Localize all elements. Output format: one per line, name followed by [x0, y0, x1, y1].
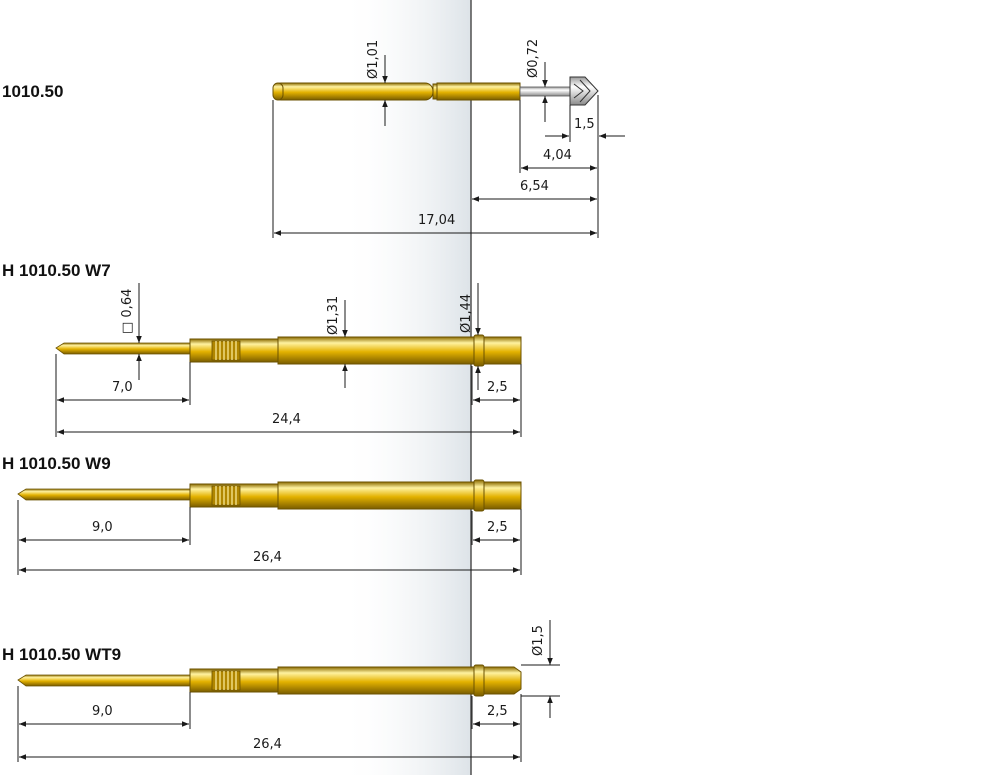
receptacle-body [277, 481, 475, 510]
receptacle-w9: H 1010.50 W9 9,0 2,5 26,4 [2, 454, 522, 575]
dim-total-length: 17,04 [418, 213, 455, 228]
dim-stroke-length: 6,54 [520, 179, 549, 194]
dim-wire-length: 7,0 [112, 380, 133, 395]
dim-tip-diameter: Ø0,72 [526, 39, 541, 78]
wire-wrap-post [55, 342, 191, 355]
receptacle-w7: H 1010.50 W7 □ 0,64 Ø1,31 Ø1,44 7,0 [2, 261, 522, 437]
dim-collar-length: 2,5 [487, 380, 508, 395]
dim-square-post: □ 0,64 [120, 289, 135, 334]
dim-wire-length: 9,0 [92, 520, 113, 535]
receptacle-title: H 1010.50 W9 [2, 454, 111, 473]
dim-collar-length: 2,5 [487, 704, 508, 719]
receptacle-body [277, 336, 475, 365]
receptacle-head [483, 666, 522, 695]
probe-barrel [272, 82, 434, 101]
dim-total-length: 26,4 [253, 737, 282, 752]
receptacle-head [483, 481, 522, 510]
press-collar [473, 334, 485, 367]
plunger-shaft [519, 86, 571, 97]
dim-body-diameter: Ø1,31 [326, 296, 341, 335]
probe-title: 1010.50 [2, 82, 63, 101]
crown-serrations [573, 79, 591, 103]
knurl-area [211, 485, 241, 506]
probe-1010-50: 1010.50 Ø1,01 Ø0,72 1,5 4,04 6,54 [2, 39, 625, 238]
receptacle-body [277, 666, 475, 695]
receptacle-title: H 1010.50 W7 [2, 261, 111, 280]
wire-wrap-post [17, 674, 191, 687]
dim-total-length: 24,4 [272, 412, 301, 427]
wire-wrap-post [17, 488, 191, 501]
fixture-plate-band [340, 0, 471, 775]
dim-collar-diameter: Ø1,44 [459, 294, 474, 333]
barrel-crimp [432, 83, 438, 100]
dim-collar-length: 2,5 [487, 520, 508, 535]
dim-collar-diameter: Ø1,5 [531, 625, 546, 656]
barrel-front [436, 82, 521, 101]
receptacle-head [483, 336, 522, 365]
barrel-end [272, 82, 284, 101]
dim-tip-length: 1,5 [574, 117, 595, 132]
knurl-area [211, 340, 241, 361]
receptacle-wt9: H 1010.50 WT9 Ø1,5 9,0 2,5 26,4 [2, 620, 560, 762]
dim-total-length: 26,4 [253, 550, 282, 565]
dim-plunger-length: 4,04 [543, 148, 572, 163]
dim-wire-length: 9,0 [92, 704, 113, 719]
crown-tip [569, 76, 599, 106]
receptacle-title: H 1010.50 WT9 [2, 645, 121, 664]
press-collar [473, 664, 485, 697]
press-collar [473, 479, 485, 512]
knurl-area [211, 670, 241, 691]
dim-body-diameter: Ø1,01 [366, 40, 381, 79]
